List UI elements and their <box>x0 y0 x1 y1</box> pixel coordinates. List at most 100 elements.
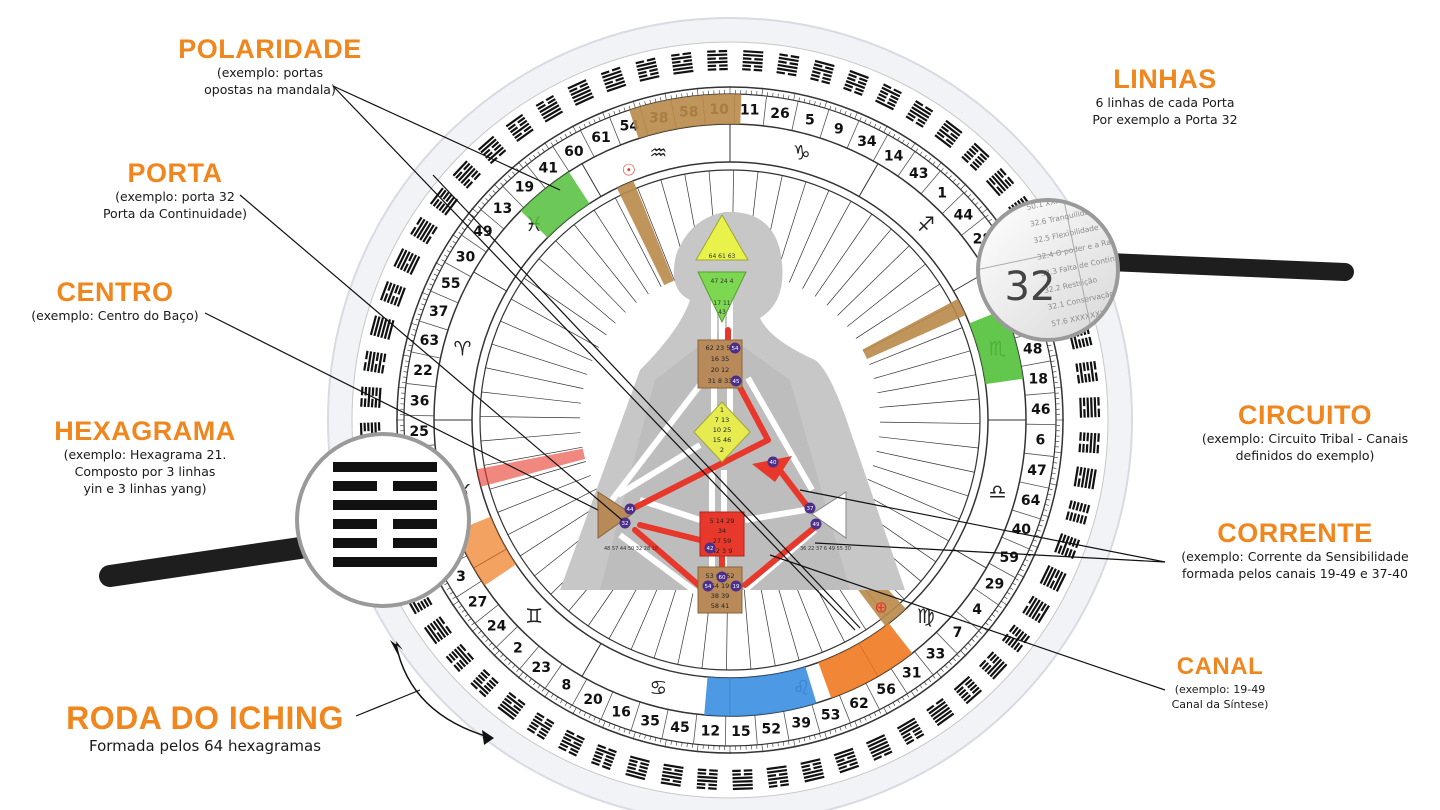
hexagram-icon <box>953 675 983 705</box>
gate-divider <box>1021 360 1051 367</box>
tick <box>906 693 910 698</box>
linhas-desc: 6 linhas de cada Porta Por exemplo a Por… <box>1092 95 1238 127</box>
gate-divider <box>1011 509 1041 520</box>
tick <box>417 313 422 316</box>
hexagram-icon <box>558 729 585 757</box>
tick <box>834 728 837 733</box>
tick <box>403 371 408 373</box>
tick <box>964 190 968 194</box>
tick <box>901 696 905 701</box>
gate-label: 61 <box>591 130 610 146</box>
tick <box>407 350 412 352</box>
tick <box>1031 544 1039 549</box>
tick <box>1034 534 1039 537</box>
hexagram-icon <box>905 100 934 128</box>
tick <box>537 684 541 689</box>
tick <box>1022 563 1027 567</box>
gate-divider <box>1019 481 1049 489</box>
tick <box>488 642 493 646</box>
gate-divider <box>461 234 487 253</box>
gate-divider <box>811 704 821 734</box>
gate-divider <box>865 682 880 710</box>
gate-badge-label: 37 <box>807 506 814 512</box>
tick <box>1043 509 1048 511</box>
spoke <box>497 475 591 513</box>
magnifier-left <box>99 432 471 608</box>
tick <box>686 92 688 97</box>
solar-gates: 36 22 37 6 49 55 30 <box>800 546 851 552</box>
center-gate-row: 34 <box>718 527 726 535</box>
tick <box>492 646 496 650</box>
tick <box>644 734 646 739</box>
corrente-title: CORRENTE <box>1217 518 1373 548</box>
tick <box>854 721 859 729</box>
gate-divider <box>973 587 999 606</box>
zodiac-glyph: ♊ <box>525 604 543 628</box>
tick <box>541 687 545 692</box>
tick <box>919 151 923 156</box>
spoke <box>500 320 593 361</box>
hexagram-icon <box>833 747 860 774</box>
tick <box>788 95 790 100</box>
centro-desc: (exemplo: Centro do Baço) <box>31 308 199 323</box>
tick <box>649 99 652 104</box>
zodiac-glyph: ♋ <box>649 676 667 700</box>
gate-badge-label: 42 <box>707 546 714 552</box>
gate-divider <box>961 216 986 236</box>
wedge-aquarius-green <box>520 171 590 238</box>
wedge-gold-right <box>862 298 966 359</box>
gate-label: 60 <box>564 144 584 160</box>
tick <box>981 207 989 214</box>
tick <box>481 202 486 206</box>
spoke <box>789 190 830 283</box>
gate-label: 12 <box>701 723 720 739</box>
tick <box>436 268 441 272</box>
hexagram-icon <box>875 83 902 111</box>
hexagram-icon <box>360 386 382 408</box>
tick <box>782 741 785 746</box>
tick <box>504 178 508 183</box>
sign-divider <box>858 163 879 197</box>
spoke <box>876 451 975 473</box>
tick <box>613 724 616 729</box>
label-polaridade: POLARIDADE (exemplo: portas opostas na m… <box>150 34 390 98</box>
gate-divider <box>519 645 540 670</box>
porta-desc: (exemplo: porta 32 Porta da Continuidade… <box>102 189 248 221</box>
tick <box>974 202 979 206</box>
tick <box>1041 514 1050 518</box>
tick <box>408 344 413 347</box>
tick <box>632 731 636 740</box>
gate-divider <box>872 134 889 162</box>
ajna-gates-low: 17 11 <box>713 300 730 307</box>
tick <box>488 194 493 198</box>
tick <box>1047 344 1052 347</box>
activation-wedges: ☉⊕ <box>455 94 1024 716</box>
tick <box>1050 478 1055 480</box>
gate-badge-label: 60 <box>719 575 726 581</box>
tick <box>485 198 489 202</box>
gate-divider <box>430 290 459 304</box>
spoke <box>837 245 910 316</box>
tick <box>500 654 504 658</box>
tick <box>628 105 631 110</box>
tick <box>608 723 611 728</box>
tick <box>960 183 967 190</box>
tick <box>1048 350 1053 352</box>
tick <box>639 733 641 738</box>
earth-glyph: ⊕ <box>874 598 887 617</box>
spoke <box>614 197 662 287</box>
tick <box>761 744 764 753</box>
hexagram-icon <box>363 350 387 374</box>
tick <box>777 93 779 98</box>
tick <box>994 609 999 613</box>
tick <box>956 654 960 658</box>
tick <box>412 329 417 331</box>
tick <box>560 136 563 141</box>
tick <box>555 696 559 701</box>
hexagram-icon <box>535 94 564 123</box>
tick <box>824 731 828 740</box>
wedge-taurus-blue <box>704 666 817 716</box>
gate-label: 43 <box>909 166 928 182</box>
